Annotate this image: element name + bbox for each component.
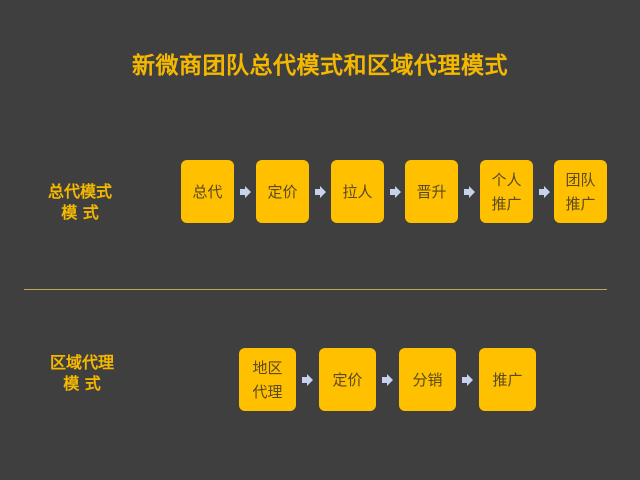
step-label: 定价 — [332, 370, 363, 389]
arrow-right-icon — [464, 186, 475, 198]
row-label-regional-agent: 区域代理 模 式 — [42, 352, 122, 394]
step-box: 晋升 — [405, 160, 458, 223]
arrow-right-icon — [240, 186, 251, 198]
step-label: 推广 — [565, 194, 596, 213]
arrow-right-icon — [539, 186, 550, 198]
row-label-general-agent: 总代模式 模 式 — [40, 181, 120, 223]
step-box: 拉人 — [331, 160, 384, 223]
row-label-line2: 模 式 — [63, 374, 101, 393]
step-box: 定价 — [319, 348, 376, 411]
step-label: 拉人 — [342, 182, 373, 201]
step-box: 总代 — [181, 160, 234, 223]
arrow-right-icon — [315, 186, 326, 198]
arrow-right-icon — [382, 374, 393, 386]
step-label: 团队 — [565, 170, 596, 189]
step-label: 晋升 — [416, 182, 447, 201]
page-title: 新微商团队总代模式和区域代理模式 — [132, 53, 508, 79]
step-box: 个人 推广 — [480, 160, 533, 223]
step-box: 地区 代理 — [239, 348, 296, 411]
row-label-line2: 模 式 — [61, 203, 99, 222]
step-box: 推广 — [479, 348, 536, 411]
arrow-right-icon — [462, 374, 473, 386]
step-label: 推广 — [492, 370, 523, 389]
divider — [24, 289, 607, 290]
step-label: 定价 — [267, 182, 298, 201]
step-label: 总代 — [192, 182, 223, 201]
step-label: 个人 — [491, 170, 522, 189]
step-box: 团队 推广 — [554, 160, 607, 223]
arrow-right-icon — [390, 186, 401, 198]
step-box: 定价 — [256, 160, 309, 223]
row-label-line1: 区域代理 — [49, 353, 114, 372]
step-label: 推广 — [491, 194, 522, 213]
step-label: 地区 — [252, 358, 283, 377]
arrow-right-icon — [302, 374, 313, 386]
step-label: 分销 — [412, 370, 443, 389]
step-label: 代理 — [252, 382, 283, 401]
step-box: 分销 — [399, 348, 456, 411]
row-label-line1: 总代模式 — [47, 182, 112, 201]
